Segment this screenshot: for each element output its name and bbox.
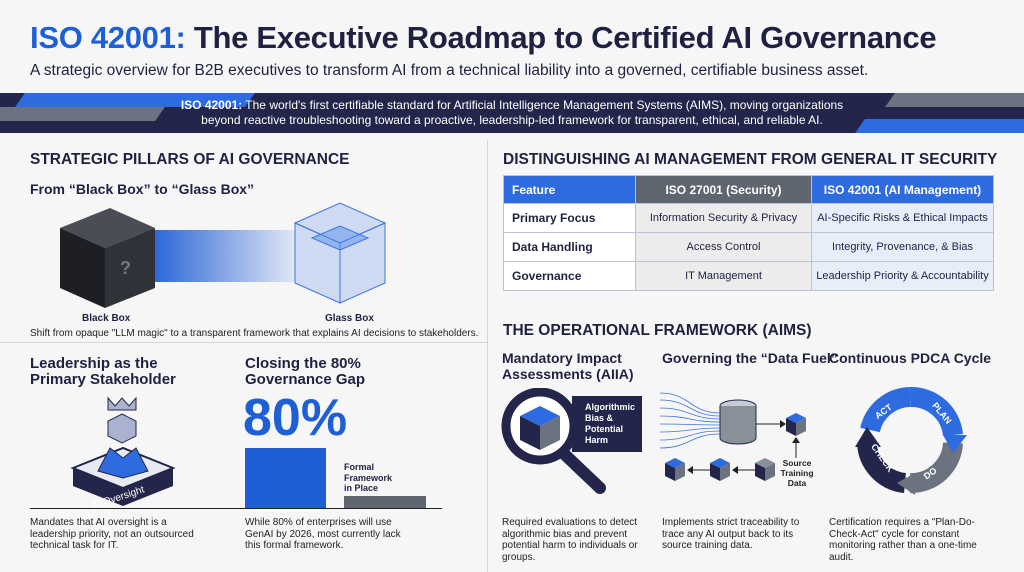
gap-caption: While 80% of enterprises will use GenAI … [245,517,401,551]
black-box-cube-icon: ? [60,208,155,308]
pdca-title: Continuous PDCA Cycle [829,350,992,366]
leadership-caption: Mandates that AI oversight is a leadersh… [30,517,194,551]
blackbox-caption: Shift from opaque "LLM magic" to a trans… [30,328,479,339]
output-cube-icon [786,413,806,436]
page-subtitle: A strategic overview for B2B executives … [30,62,869,79]
transition-arrow [145,230,295,282]
comparison-table: Feature ISO 27001 (Security) ISO 42001 (… [503,175,994,291]
pdca-caption: Certification requires a "Plan-Do-Check-… [829,517,977,563]
gap-title: Closing the 80%Governance Gap [245,355,366,388]
baseline [30,508,442,509]
database-icon [719,406,757,445]
cube-icon [665,458,685,481]
section-divider [0,342,487,343]
cube-icon [710,458,730,481]
genai-usage-bar [245,448,326,508]
data-fuel-title: Governing the “Data Fuel” [662,350,838,366]
leadership-oversight-illustration: AI Oversight [70,396,176,508]
glass-box-cube-icon [293,202,387,304]
data-fuel-caption: Implements strict traceability to trace … [662,517,800,551]
source-cube-icon [755,458,775,481]
black-to-glass-box-illustration: ? [60,202,387,308]
comparison-heading: DISTINGUISHING AI MANAGEMENT FROM GENERA… [503,151,998,168]
leader-head-icon [107,413,137,444]
pillars-heading: STRATEGIC PILLARS OF AI GOVERNANCE [30,151,350,168]
page-title: ISO 42001: The Executive Roadmap to Cert… [30,20,937,55]
framework-heading: THE OPERATIONAL FRAMEWORK (AIMS) [503,322,812,339]
gap-percentage: 80% [243,389,348,447]
black-box-label: Black Box [82,313,131,324]
formal-framework-bar [344,496,426,508]
definition-banner: ISO 42001: The world's first certifiable… [0,93,1024,133]
column-divider [487,140,488,572]
table-header-row: Feature ISO 27001 (Security) ISO 42001 (… [503,175,994,204]
crown-icon [107,396,137,411]
aiia-caption: Required evaluations to detect algorithm… [502,517,638,563]
glass-box-label: Glass Box [325,313,374,324]
banner-text: ISO 42001: The world's first certifiable… [180,98,844,127]
pdca-cycle-diagram: ACT PLAN DO CHECK [855,387,967,495]
svg-text:?: ? [120,258,131,278]
blackbox-title: From “Black Box” to “Glass Box” [30,181,255,197]
